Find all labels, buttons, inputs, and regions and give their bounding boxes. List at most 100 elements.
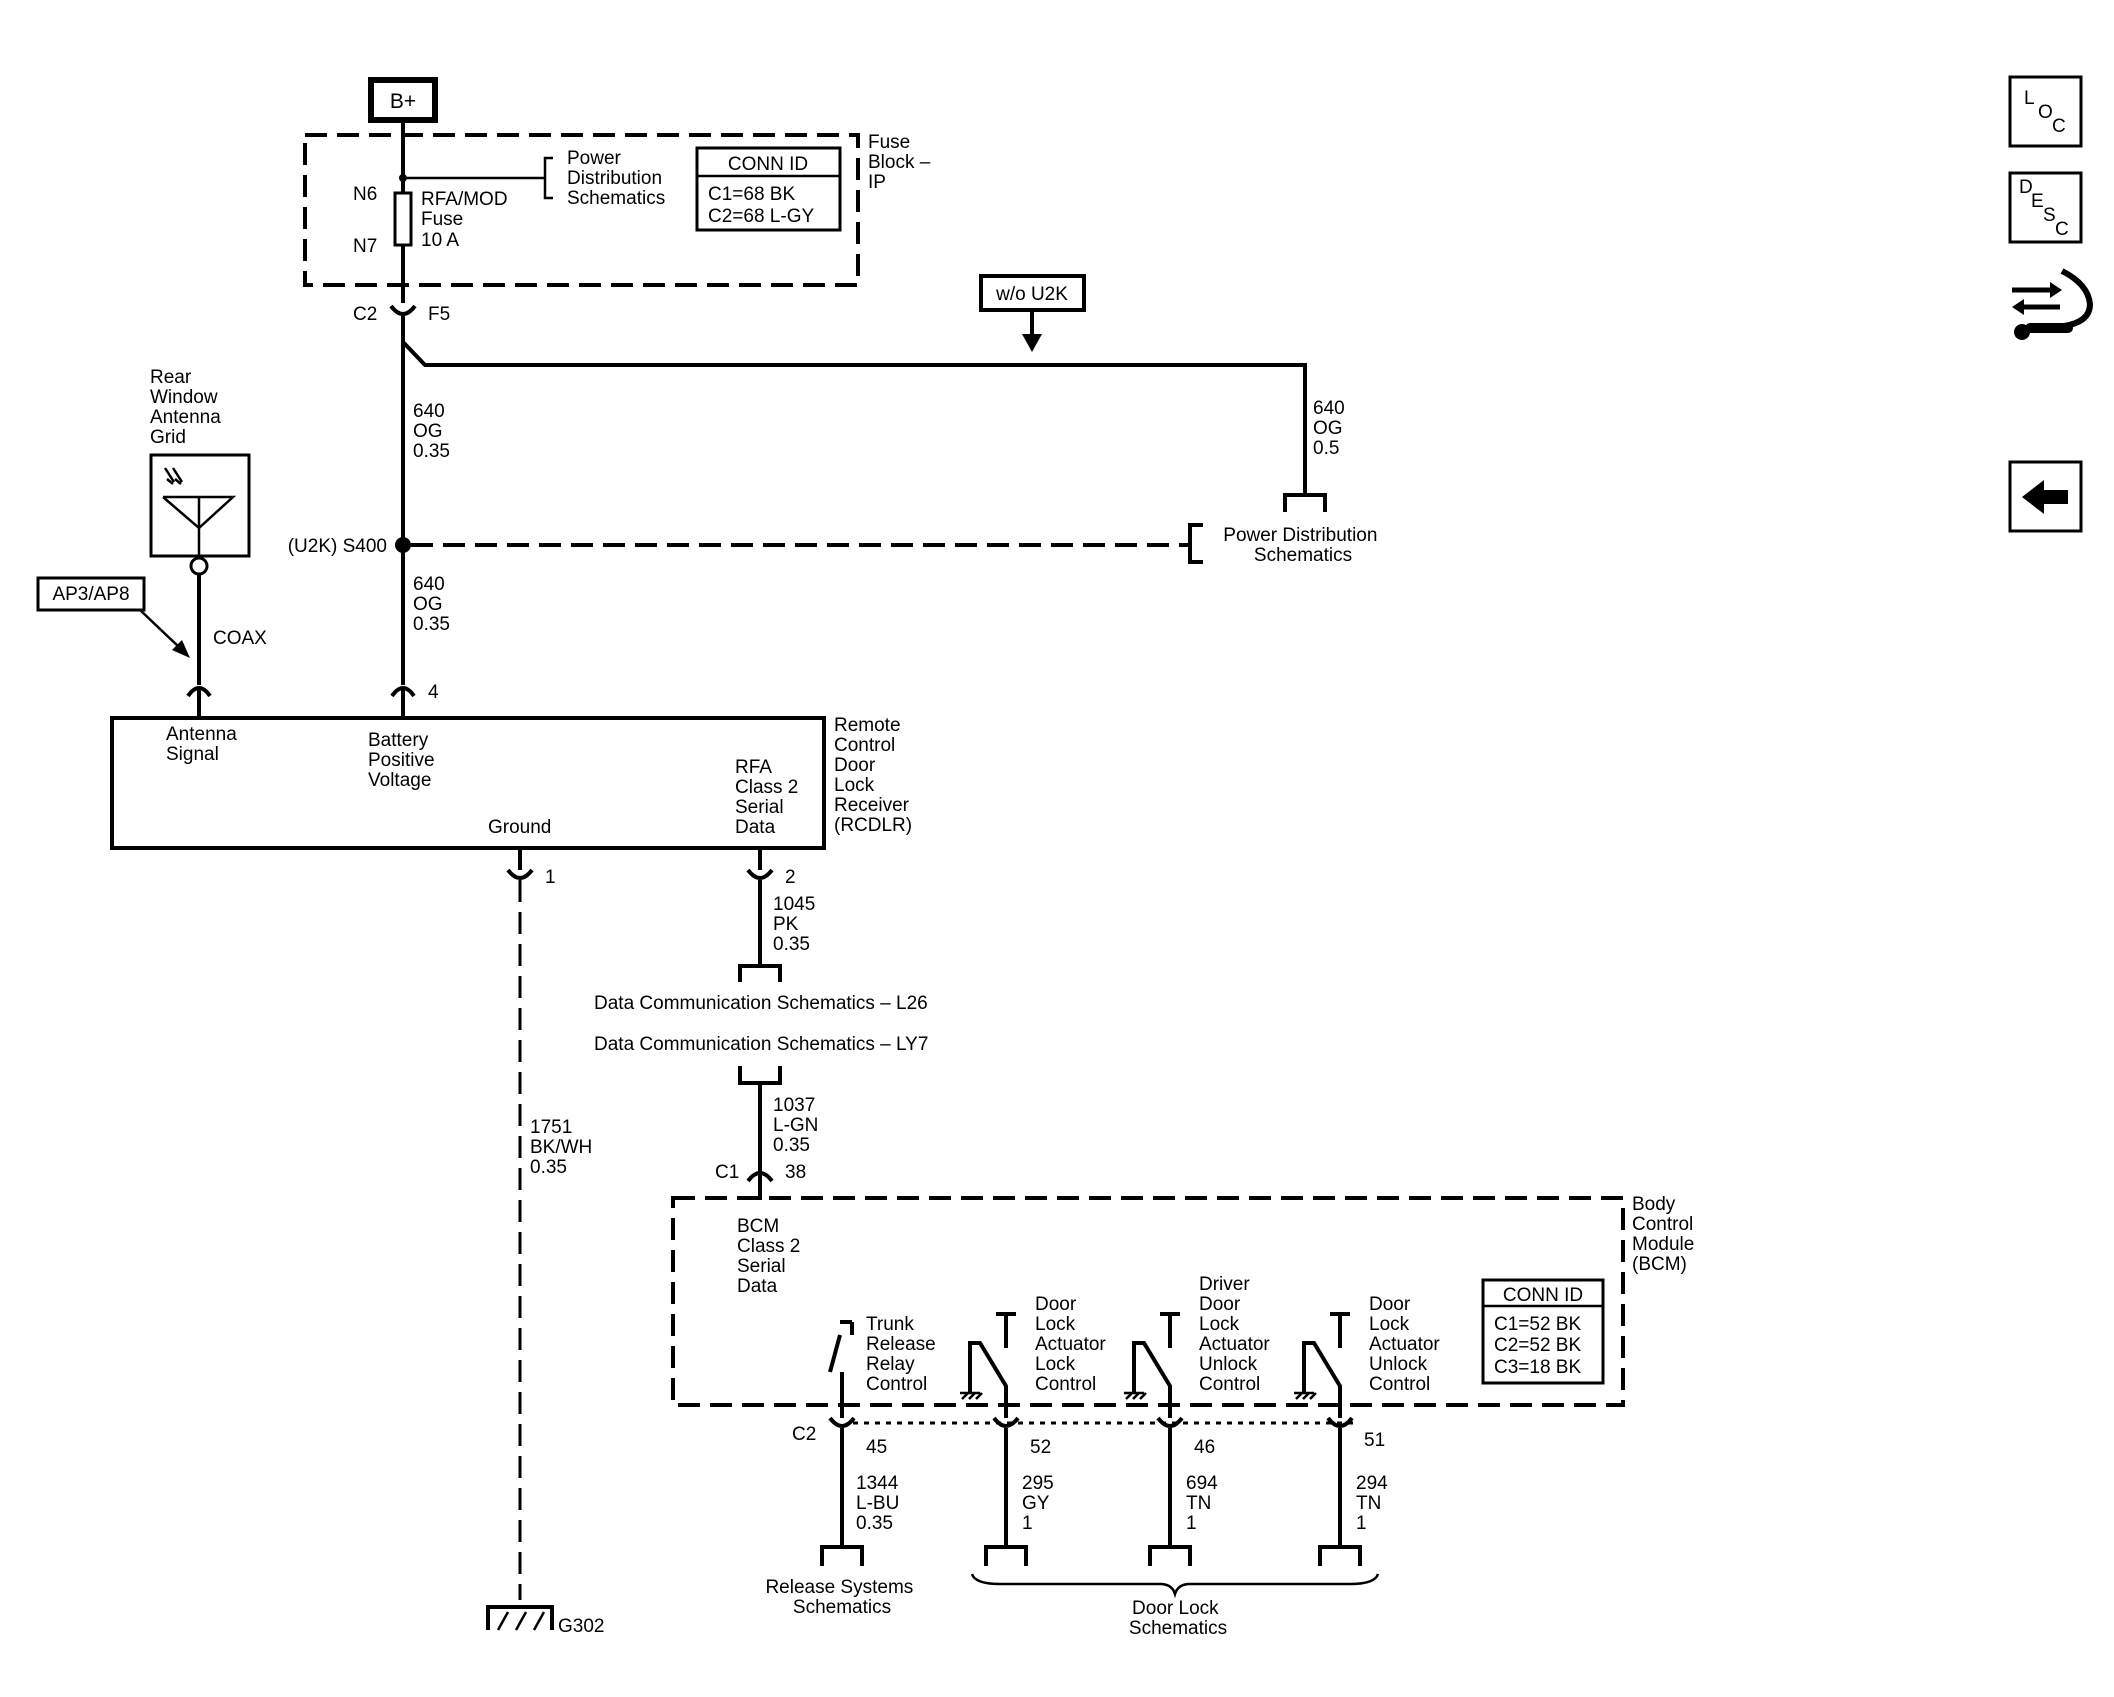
fuse-block-name-line: Block –	[868, 152, 931, 173]
driver-unlock-label: Driver Door Lock Actuator Unlock Control	[1199, 1274, 1275, 1395]
data-connector-top	[738, 964, 782, 982]
fuse-line: RFA/MOD	[421, 189, 508, 210]
wire-label-line: 1	[1186, 1513, 1197, 1534]
desc-letter: C	[2055, 219, 2069, 240]
bcm-switch-text: Door	[1199, 1294, 1241, 1315]
connector-c2-f5	[389, 304, 417, 316]
wire-label-line: 0.35	[530, 1157, 567, 1178]
fuse-block-name: Fuse Block – IP	[868, 132, 936, 193]
pin-4-label: 4	[428, 682, 439, 703]
bcm-conn-id-row: C1=52 BK	[1494, 1314, 1581, 1335]
antenna-option-label: AP3/AP8	[52, 584, 129, 605]
bcm-switch-text: Door	[1369, 1294, 1411, 1315]
pds-ref-line: Schematics	[567, 188, 665, 209]
wire-640-right-label: 640 OG 0.5	[1313, 398, 1350, 459]
bcm-conn-id-row: C3=18 BK	[1494, 1357, 1581, 1378]
fuse-line: Fuse	[421, 209, 463, 230]
wire-label-line: TN	[1356, 1493, 1381, 1514]
desc-letter: D	[2019, 177, 2033, 198]
rcdlr-name-line: Control	[834, 735, 895, 756]
bcm-switch-text: Release	[866, 1334, 936, 1355]
loc-button[interactable]: L O C	[2008, 75, 2083, 148]
wire-label-line: 640	[413, 401, 445, 422]
bcm-switch-text: Control	[1369, 1374, 1430, 1395]
data-comm-l26: Data Communication Schematics – L26	[594, 993, 928, 1014]
rcdlr-pin-text: Data	[735, 817, 776, 838]
rcdlr-antenna-signal: Antenna Signal	[166, 724, 242, 765]
rcdlr-pin-text: Serial	[735, 797, 784, 818]
unlock-label: Door Lock Actuator Unlock Control	[1369, 1294, 1445, 1395]
antenna-option-arrow	[139, 609, 181, 649]
wire-label-line: TN	[1186, 1493, 1211, 1514]
pin-n6: N6	[353, 184, 377, 205]
loc-letter: C	[2052, 116, 2066, 137]
bcm-switch-text: Control	[866, 1374, 927, 1395]
wire-label-line: 640	[1313, 398, 1345, 419]
bcm-outline	[671, 1196, 1625, 1407]
rcdlr-pin-text: Antenna	[166, 724, 237, 745]
radio-wave-icon	[163, 467, 184, 485]
ground-connector	[506, 868, 534, 880]
loc-button-frame	[2008, 75, 2083, 148]
arrow-left-icon	[2022, 480, 2068, 514]
pds-ref-line: Distribution	[567, 168, 662, 189]
bcm-switch-text: Lock	[1035, 1354, 1076, 1375]
bcm-conn-id-table	[1481, 1278, 1605, 1385]
unlock-connector	[1318, 1545, 1362, 1566]
rcdlr-battery: Battery Positive Voltage	[368, 730, 440, 791]
bcm-name-line: Module	[1632, 1234, 1694, 1255]
pin-1-label: 1	[545, 867, 556, 888]
bcm-c2-label: C2	[792, 1424, 816, 1445]
rcdlr-pin-text: Voltage	[368, 770, 431, 791]
door-lock-ref: Door Lock Schematics	[1129, 1598, 1227, 1639]
bcm-name-line: Control	[1632, 1214, 1693, 1235]
pds-right-line: Schematics	[1254, 545, 1352, 566]
ground-hatch-icon	[496, 1611, 546, 1631]
back-button[interactable]	[2008, 460, 2083, 533]
wire-label-line: 0.35	[413, 441, 450, 462]
rcdlr-name-line: Receiver	[834, 795, 910, 816]
loc-letter: L	[2024, 88, 2035, 109]
conn-id-row: C2=68 L-GY	[708, 206, 814, 227]
data-connector	[746, 868, 774, 880]
pds-right-ref: Power Distribution Schematics	[1223, 525, 1382, 566]
pds-right-line: Power Distribution	[1223, 525, 1377, 546]
wire-label-line: GY	[1022, 1493, 1050, 1514]
driver-ground-icon	[1124, 1391, 1147, 1400]
splice-s400	[395, 537, 411, 553]
lock-ground-icon	[960, 1391, 983, 1400]
antenna-terminal	[189, 556, 209, 576]
desc-button[interactable]: D E S C	[2008, 171, 2083, 244]
c2-pin-46-connector	[1156, 1416, 1184, 1428]
rcdlr-name-line: Lock	[834, 775, 875, 796]
antenna-name-line: Antenna	[150, 407, 221, 428]
bcm-switch-text: Lock	[1035, 1314, 1076, 1335]
bcm-switch-text: Trunk	[866, 1314, 914, 1335]
wire-label-line: L-GN	[773, 1115, 818, 1136]
bcm-switch-text: Unlock	[1369, 1354, 1428, 1375]
wire-1037-label: 1037 L-GN 0.35	[773, 1095, 824, 1156]
bcm-switch-text: Lock	[1369, 1314, 1410, 1335]
bcm-conn-id-title: CONN ID	[1503, 1285, 1583, 1306]
wire-label-line: BK/WH	[530, 1137, 592, 1158]
rcdlr-pin-text: Class 2	[735, 777, 798, 798]
wire-1344-label: 1344 L-BU 0.35	[856, 1473, 905, 1534]
rcdlr-name-line: (RCDLR)	[834, 815, 912, 836]
desc-letter: S	[2043, 205, 2056, 226]
rcdlr-ground: Ground	[488, 817, 551, 838]
connector-view-button[interactable]	[2012, 268, 2094, 340]
coax-label: COAX	[213, 628, 267, 649]
rcdlr-name: Remote Control Door Lock Receiver (RCDLR…	[834, 715, 914, 836]
wire-640-upper-label: 640 OG 0.35	[413, 401, 450, 462]
option-arrow-head	[1022, 334, 1042, 352]
fuse-conn-id-table	[695, 146, 842, 232]
bcm-switch-text: Relay	[866, 1354, 915, 1375]
wire-640-branch	[401, 340, 1307, 495]
pin-2-label: 2	[785, 867, 796, 888]
lock-switch-blade	[968, 1341, 1008, 1418]
wire-label-line: 295	[1022, 1473, 1054, 1494]
bcm-name: Body Control Module (BCM)	[1632, 1194, 1700, 1275]
bcm-switch-text: Actuator	[1369, 1334, 1440, 1355]
c2-pin-45-connector	[828, 1416, 856, 1428]
